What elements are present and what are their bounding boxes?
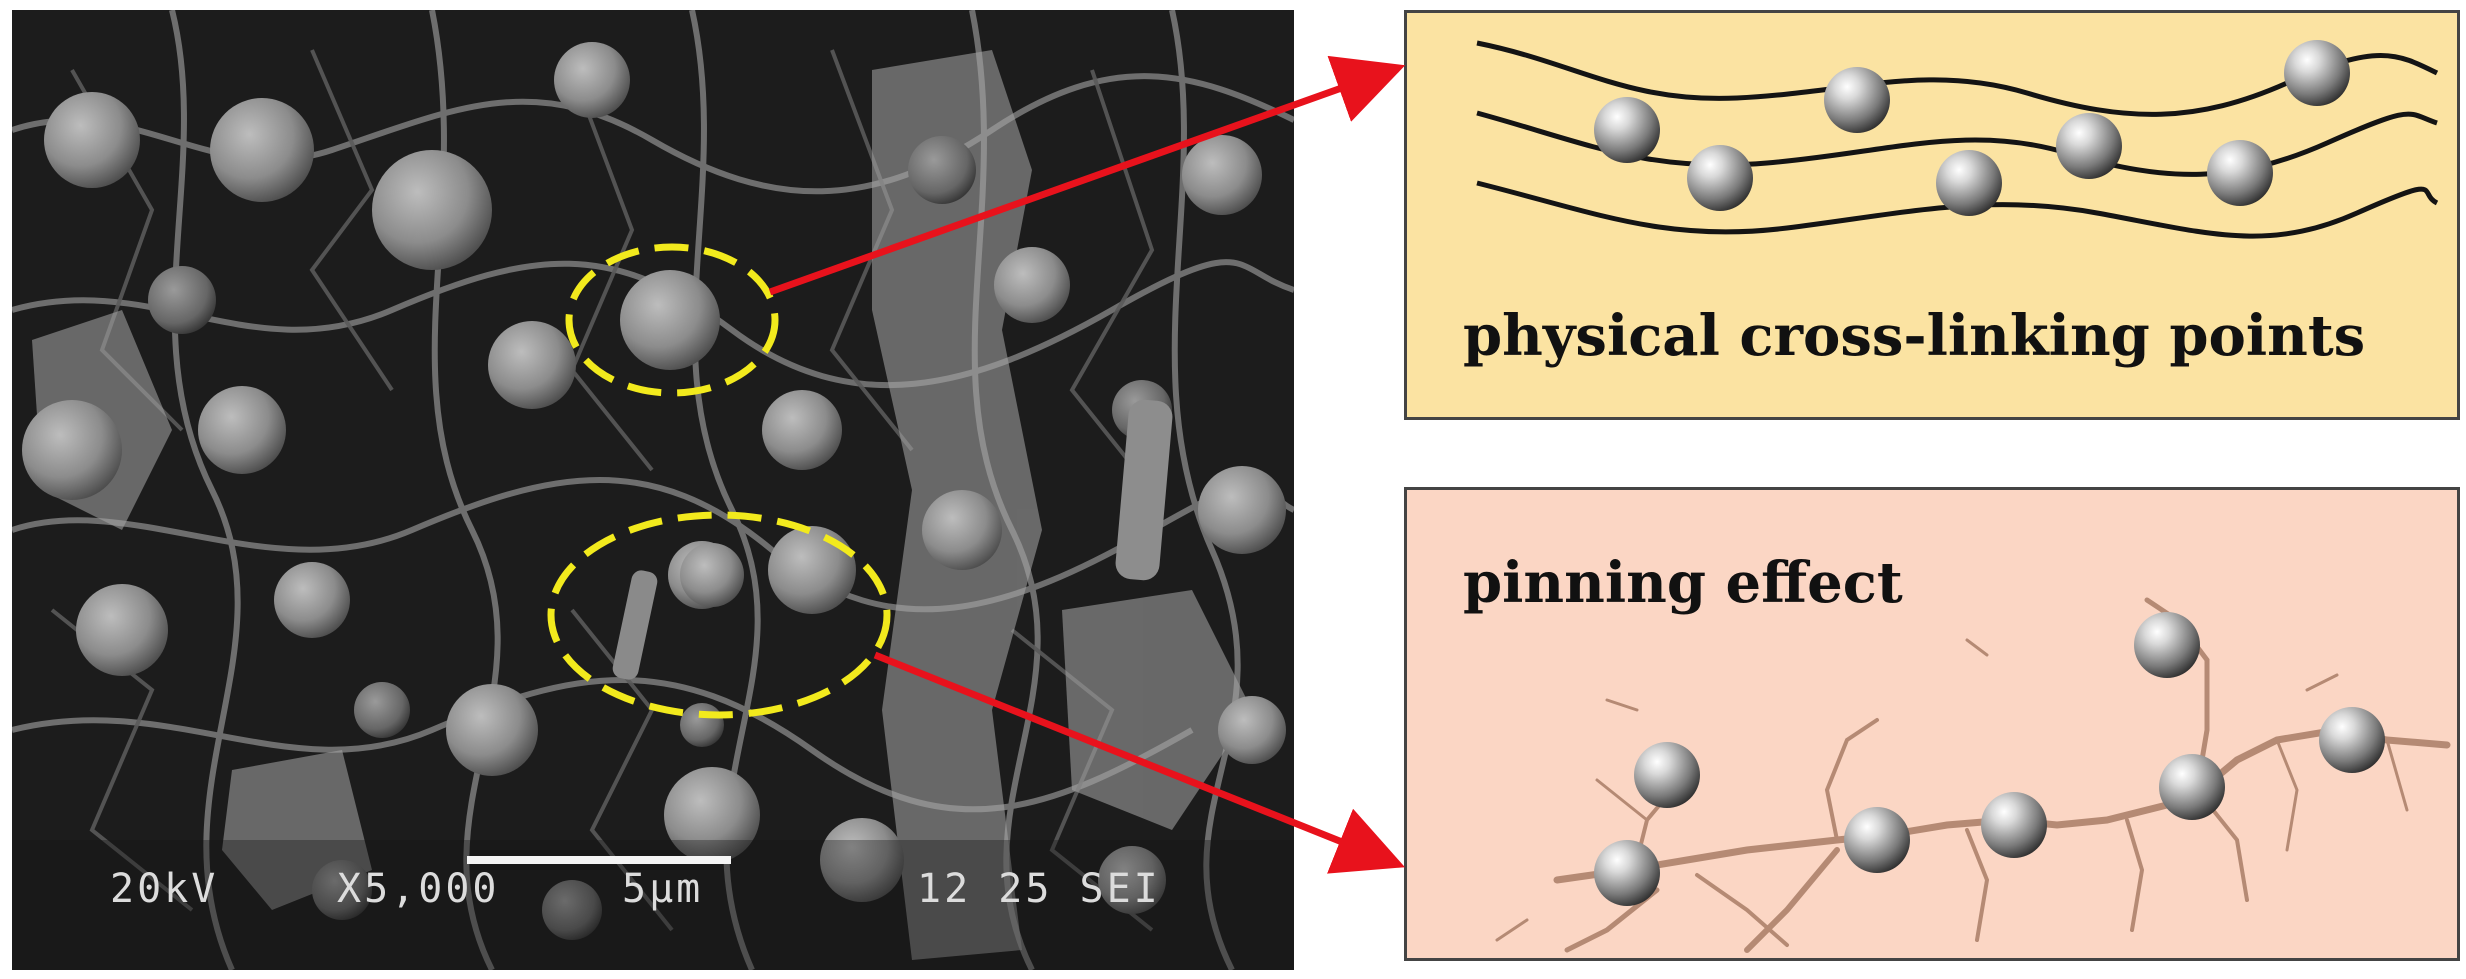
pinning-ball (2319, 707, 2385, 773)
crosslink-ball (1687, 145, 1753, 211)
sem-voltage: 20kV (110, 866, 219, 912)
pinning-ball (1981, 792, 2047, 858)
pinning-panel: pinning effect (1404, 487, 2460, 961)
pinning-particles (1594, 612, 2385, 906)
crosslink-panel: physical cross-linking points (1404, 10, 2460, 420)
pinning-ball (1844, 807, 1910, 873)
scale-bar (467, 856, 731, 864)
polymer-chains-diagram (1476, 40, 2439, 239)
highlighted-particle-bottom (680, 543, 744, 607)
crosslink-ball (1594, 97, 1660, 163)
sem-code: 12 25 SEI (917, 866, 1161, 912)
crack-pinning-diagram (1495, 597, 2451, 953)
pinning-label: pinning effect (1463, 550, 1903, 616)
micrograph-texture (12, 10, 1294, 970)
pinning-ball (2134, 612, 2200, 678)
crosslink-ball (2284, 40, 2350, 106)
sem-magnification: X5,000 (337, 866, 500, 912)
cracks (1495, 597, 2451, 953)
highlight-ellipse-top (565, 243, 779, 397)
crosslink-label: physical cross-linking points (1463, 303, 2366, 369)
crosslink-ball (1936, 150, 2002, 216)
highlighted-particle-top (620, 270, 720, 370)
crosslink-ball (2207, 140, 2273, 206)
sem-scale-label: 5μm (622, 866, 704, 912)
highlight-ellipse-bottom (547, 511, 891, 719)
pinning-ball (2159, 754, 2225, 820)
crosslink-particles (1594, 40, 2350, 216)
sem-micrograph: 20kV X5,000 5μm 12 25 SEI (12, 10, 1294, 970)
crosslink-ball (2056, 113, 2122, 179)
crosslink-ball (1824, 67, 1890, 133)
pinning-ball (1634, 742, 1700, 808)
pinning-ball (1594, 840, 1660, 906)
